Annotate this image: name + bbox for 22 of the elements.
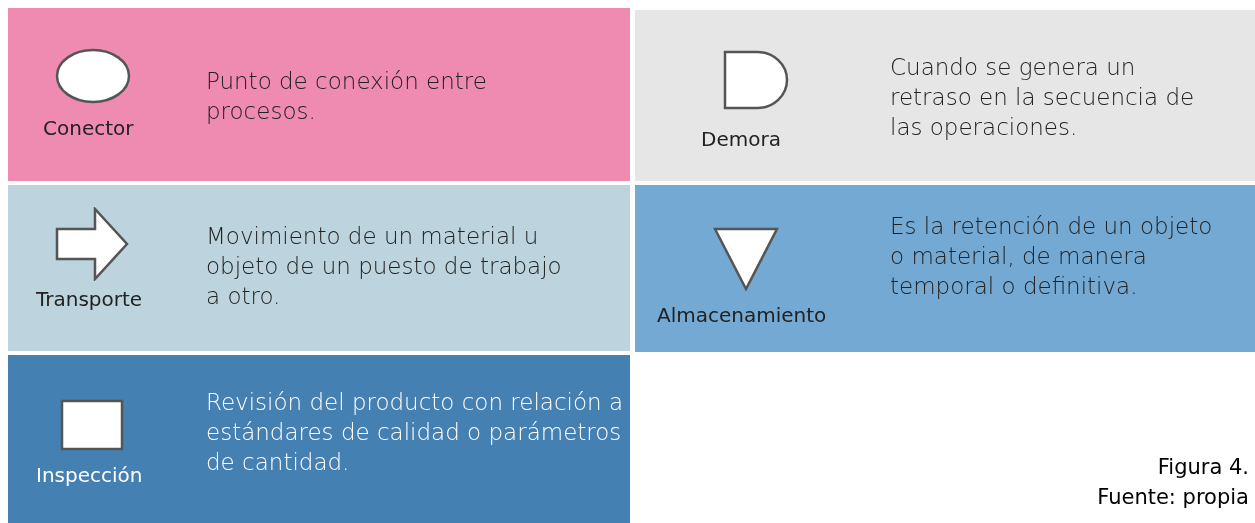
figure-note: Fuente: propia [1097, 485, 1249, 509]
symbol-name: Almacenamiento [657, 303, 827, 327]
symbol-panel [8, 8, 630, 181]
symbol-description: Cuando se genera un retraso en la secuencia de las operaciones. [890, 53, 1196, 142]
symbol-description: Es la retención de un objeto o material, de manera temporal o definitiva. [890, 212, 1214, 301]
symbol-name: Inspección [36, 463, 143, 487]
delay-symbol [723, 50, 789, 110]
symbol-panel [8, 355, 630, 523]
figure-note: Figura 4. [1157, 455, 1249, 479]
symbol-panel [635, 10, 1255, 181]
symbol-description: Revisión del producto con relación a estándares de calidad o parámetros de cantidad. [206, 388, 624, 477]
triangle-symbol [713, 227, 779, 291]
ellipse-symbol [55, 48, 131, 104]
symbol-name: Conector [43, 116, 134, 140]
symbol-description: Punto de conexión entre procesos. [206, 67, 488, 126]
symbol-panel [635, 185, 1255, 352]
symbol-name: Transporte [36, 287, 143, 311]
arrow-symbol [55, 207, 129, 281]
symbol-description: Movimiento de un material u objeto de un puesto de trabajo a otro. [206, 222, 563, 311]
rectangle-symbol [60, 399, 124, 451]
symbol-name: Demora [701, 127, 781, 151]
symbol-panel [8, 185, 630, 351]
